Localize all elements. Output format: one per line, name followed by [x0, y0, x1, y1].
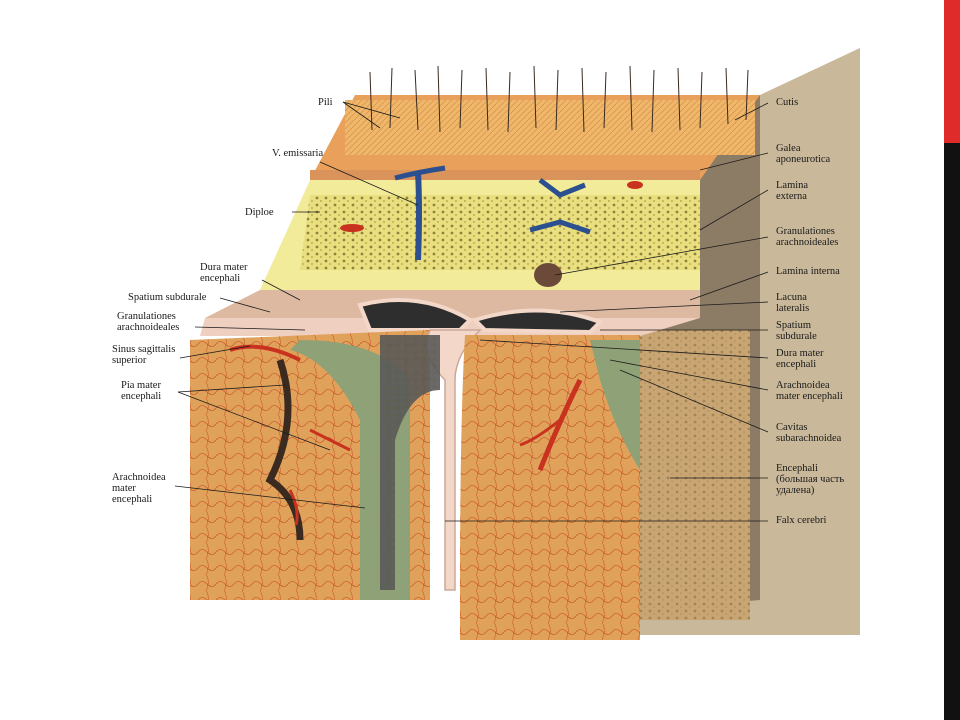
label-cutis: Cutis [776, 97, 799, 108]
label-cavitas: Cavitas subarachnoidea [776, 422, 842, 444]
label-lacuna-lateralis: Lacuna lateralis [776, 292, 810, 314]
label-sinus-sagittalis: Sinus sagittalis superior [112, 344, 176, 366]
label-arachnoidea-left: Arachnoidea mater encephali [112, 472, 166, 505]
label-pia-mater: Pia mater encephali [121, 380, 162, 402]
label-arachnoidea-right: Arachnoidea mater encephali [776, 380, 843, 402]
accent-bar-black [944, 143, 960, 720]
label-granulationes-left: Granulationes arachnoideales [117, 311, 180, 333]
label-lamina-externa: Lamina externa [776, 180, 809, 202]
label-galea: Galea aponeurotica [776, 143, 831, 165]
label-encephali: Encephali (большая часть удалена) [776, 463, 845, 496]
label-granulationes-right: Granulationes arachnoideales [776, 226, 839, 248]
label-v-emissaria: V. emissaria [272, 148, 324, 159]
skull-bone-layer [260, 165, 700, 290]
label-falx-cerebri: Falx cerebri [776, 515, 827, 526]
label-pili: Pili [318, 97, 333, 108]
label-dura-mater-left: Dura mater encephali [200, 262, 248, 284]
right-hemisphere [460, 335, 640, 640]
illustration-svg [190, 48, 860, 640]
accent-bar-red [944, 0, 960, 143]
label-lamina-interna: Lamina interna [776, 266, 840, 277]
label-spatium-subdurale-right: Spatium subdurale [776, 320, 817, 342]
label-dura-mater-right: Dura mater encephali [776, 348, 824, 370]
label-spatium-subdurale-left: Spatium subdurale [128, 292, 207, 303]
label-diploe: Diploe [245, 207, 274, 218]
leader-lines [174, 101, 769, 522]
brain-meninges-illustration [100, 48, 860, 648]
